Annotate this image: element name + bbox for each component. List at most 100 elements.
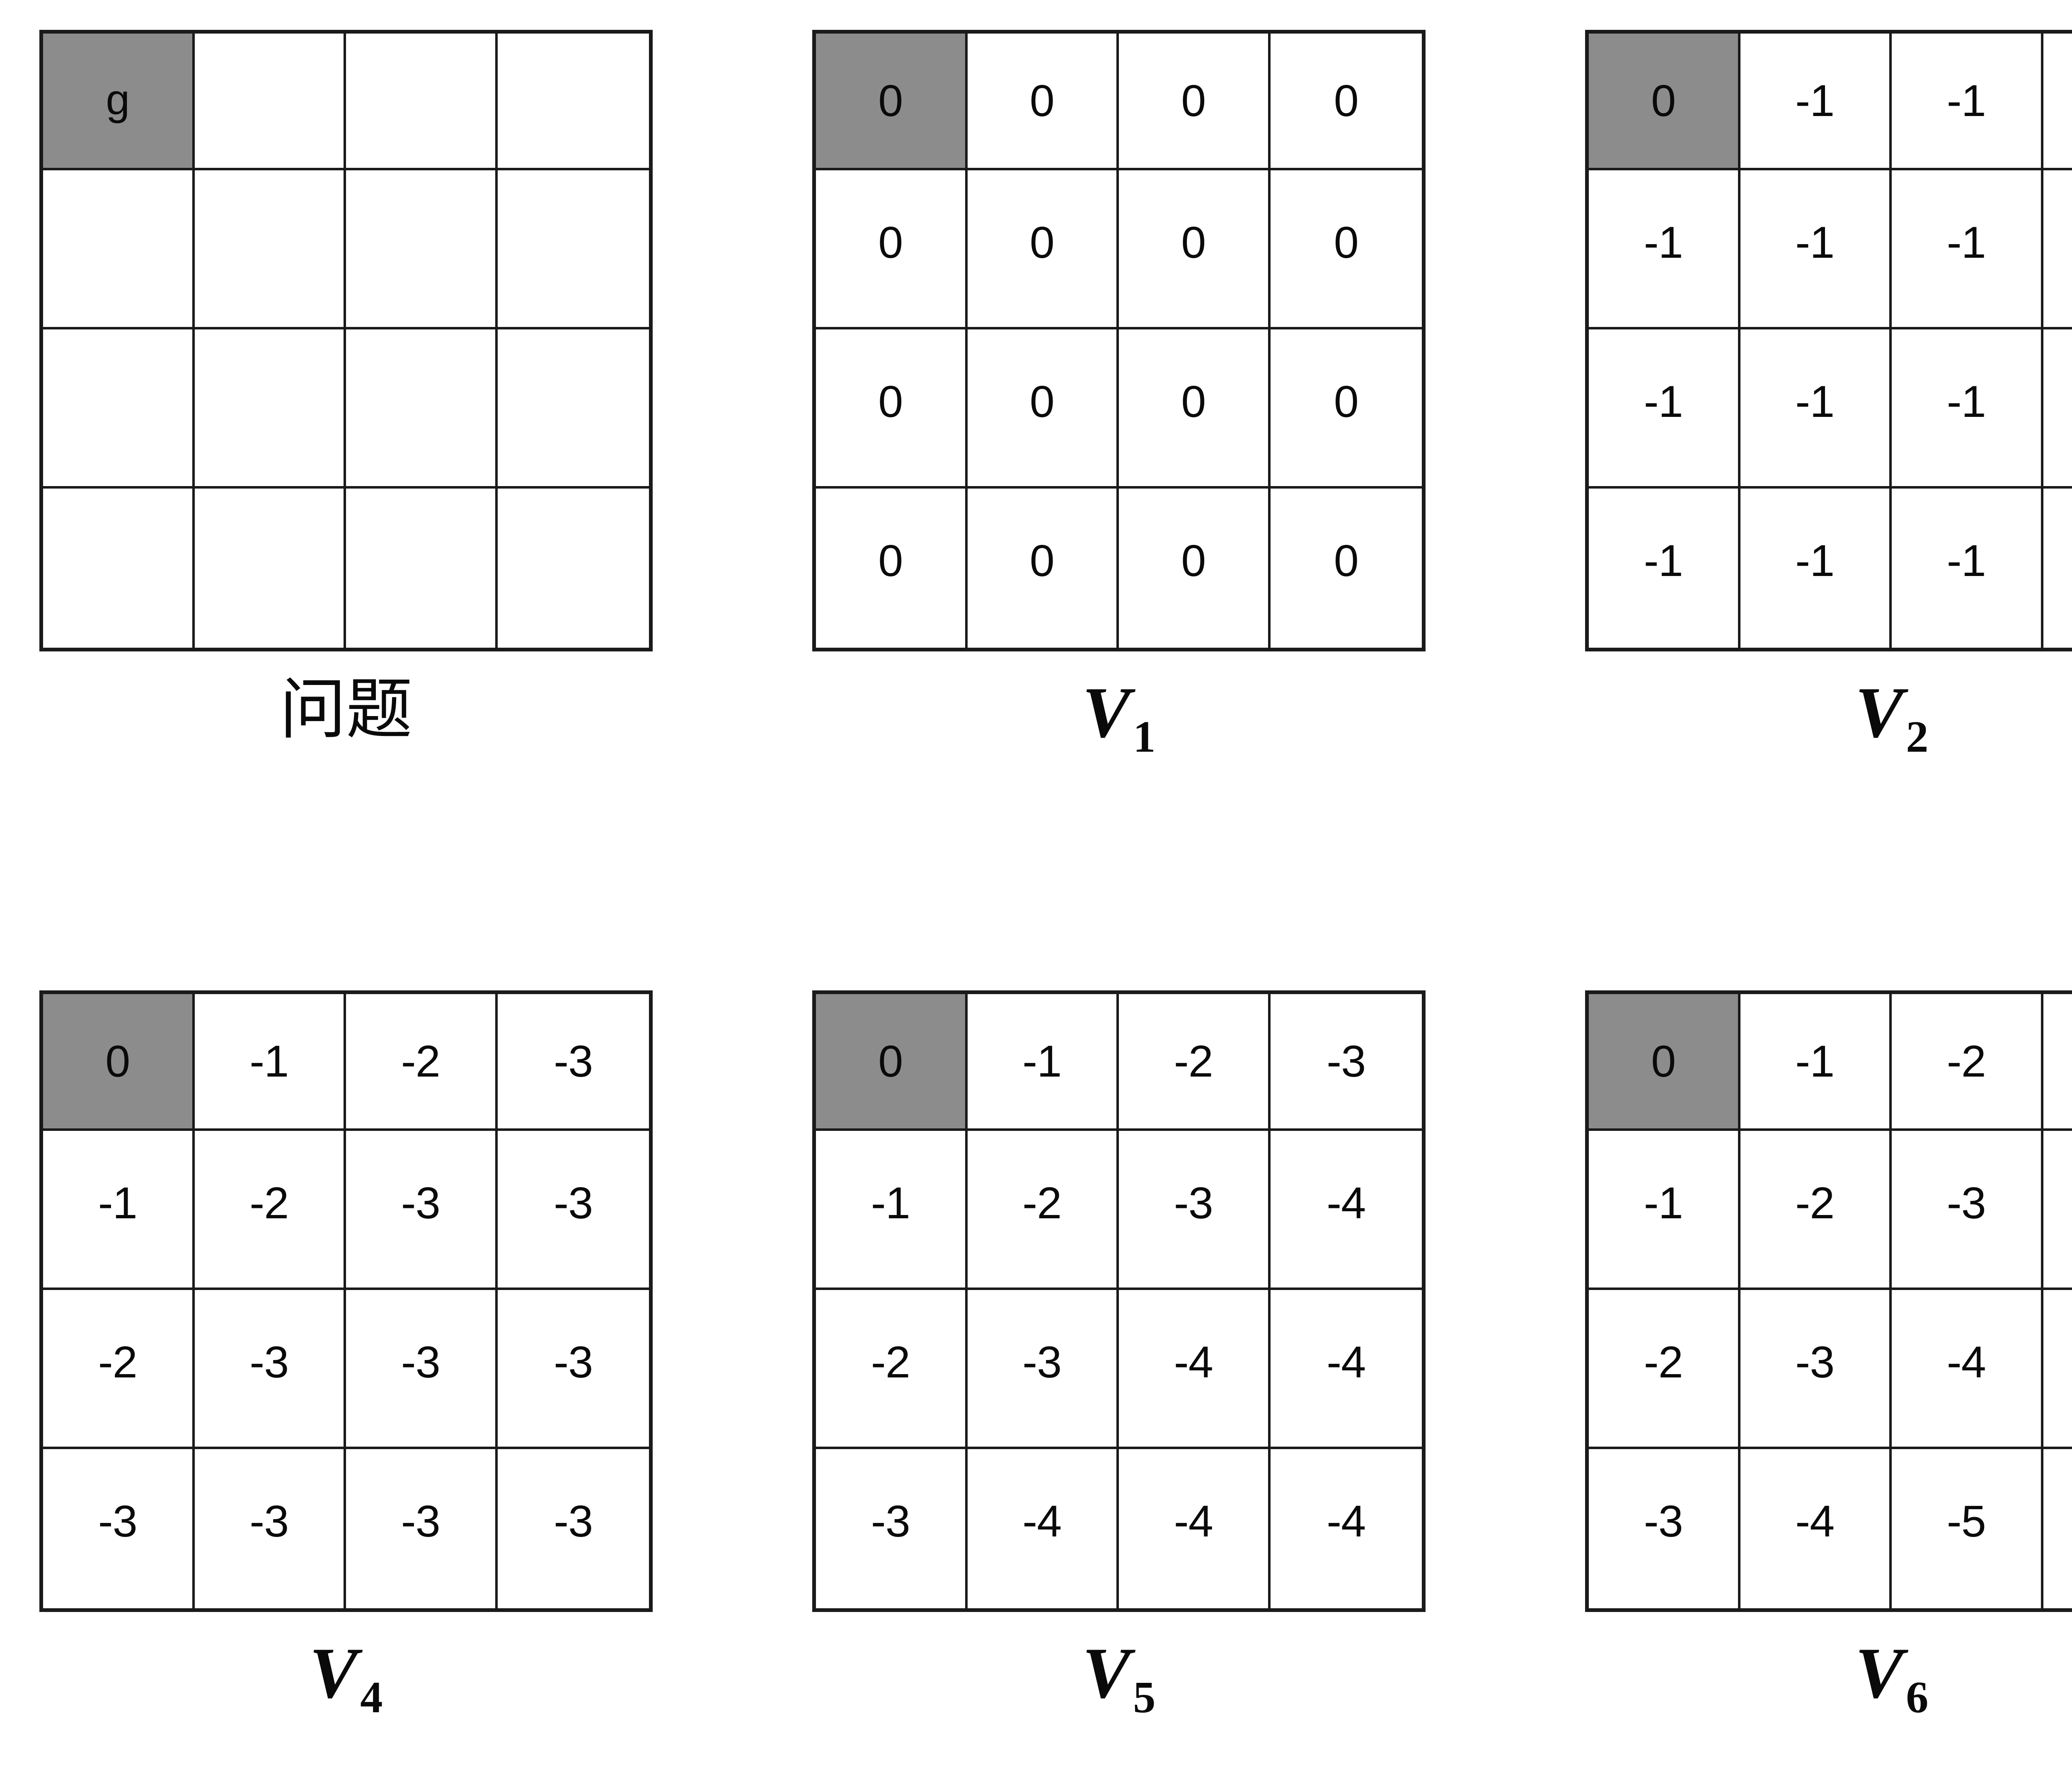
- caption-subscript: 2: [1906, 712, 1929, 762]
- grid-cell: -5: [1892, 1449, 2043, 1608]
- cell-value-label: -4: [1174, 1337, 1213, 1387]
- cell-value-label: 0: [105, 1036, 130, 1086]
- caption-subscript: 4: [360, 1672, 383, 1722]
- panel-caption-v2: V2: [1585, 676, 2072, 760]
- caption-symbol: V: [1082, 1633, 1131, 1713]
- cell-value-label: -1: [1644, 1178, 1683, 1228]
- cell-value-label: -1: [1795, 535, 1835, 586]
- grid-cell: -1: [1740, 489, 1892, 648]
- panel-caption-v4: V4: [39, 1637, 653, 1720]
- cell-value-label: 0: [1181, 376, 1206, 426]
- cell-value-label: 0: [878, 376, 903, 426]
- grid-cell: 0: [1589, 994, 1740, 1131]
- grid-cell: [194, 34, 346, 170]
- grid-cell: -2: [194, 1131, 346, 1290]
- grid-cell: -3: [497, 1449, 649, 1608]
- cell-value-label: -3: [554, 1178, 593, 1228]
- cell-value-label: -4: [1946, 1337, 1986, 1387]
- value-grid-problem: g: [39, 30, 653, 651]
- caption-math-expression: V4: [310, 1633, 383, 1720]
- value-grid-v4: 0-1-2-3-1-2-3-3-2-3-3-3-3-3-3-3: [39, 990, 653, 1612]
- cell-value-label: -1: [1946, 535, 1986, 586]
- cell-value-label: -3: [249, 1496, 289, 1546]
- grid-cell: -2: [1892, 994, 2043, 1131]
- grid-cell: -3: [194, 1449, 346, 1608]
- cell-value-label: -3: [1326, 1036, 1366, 1086]
- cell-value-label: 0: [1334, 376, 1359, 426]
- cell-value-label: 0: [1334, 75, 1359, 126]
- caption-symbol: V: [1855, 1633, 1904, 1713]
- caption-symbol: V: [1855, 672, 1904, 753]
- cell-value-label: -1: [1795, 376, 1835, 426]
- grid-cell: -3: [43, 1449, 195, 1608]
- grid-cell: -4: [1270, 1449, 1422, 1608]
- grid-cell: -3: [1740, 1290, 1892, 1449]
- grid-cell: -3: [1589, 1449, 1740, 1608]
- cell-value-label: -4: [1795, 1496, 1835, 1546]
- grid-cell: -3: [346, 1449, 498, 1608]
- grid-cell: -1: [1589, 329, 1740, 489]
- cell-value-label: -3: [1022, 1337, 1062, 1387]
- grid-cell: -2: [816, 1290, 968, 1449]
- grid-cell: [497, 170, 649, 329]
- grid-cell: -1: [1740, 329, 1892, 489]
- cell-value-label: 0: [1181, 217, 1206, 267]
- cell-value-label: -1: [1644, 376, 1683, 426]
- cell-value-label: -1: [871, 1178, 910, 1228]
- grid-cell: -2: [43, 1290, 195, 1449]
- cell-value-label: -3: [98, 1496, 138, 1546]
- cell-value-label: -1: [1022, 1036, 1062, 1086]
- grid-cell: [497, 34, 649, 170]
- cell-value-label: -1: [1644, 217, 1683, 267]
- value-grid-v5: 0-1-2-3-1-2-3-4-2-3-4-4-3-4-4-4: [812, 990, 1426, 1612]
- grid-cell: -1: [1589, 489, 1740, 648]
- cell-value-label: -2: [1022, 1178, 1062, 1228]
- grid-cell: -4: [1270, 1290, 1422, 1449]
- grid-cell: -2: [346, 994, 498, 1131]
- grid-cell: [346, 170, 498, 329]
- cell-value-label: 0: [1334, 535, 1359, 586]
- grid-cell: -1: [2043, 170, 2072, 329]
- grid-cell: -1: [2043, 489, 2072, 648]
- grid-cell: 0: [816, 994, 968, 1131]
- cell-value-label: -2: [98, 1337, 138, 1387]
- grid-cell: [497, 489, 649, 648]
- caption-math-expression: V5: [1082, 1633, 1156, 1720]
- caption-subscript: 1: [1133, 712, 1156, 762]
- grid-cell: [346, 34, 498, 170]
- cell-value-label: -2: [1795, 1178, 1835, 1228]
- grid-cell: 0: [1119, 170, 1271, 329]
- grid-cell: [194, 329, 346, 489]
- cell-value-label: 0: [1181, 75, 1206, 126]
- panel-caption-problem: 问题: [39, 676, 653, 743]
- panel-problem: g 问题: [39, 30, 653, 743]
- cell-value-label: -2: [871, 1337, 910, 1387]
- cell-value-label: -3: [554, 1337, 593, 1387]
- grid-cell: [194, 170, 346, 329]
- value-grid-v6: 0-1-2-3-1-2-3-4-2-3-4-5-3-4-5-5: [1585, 990, 2072, 1612]
- grid-cell: 0: [816, 489, 968, 648]
- grid-cell: 0: [967, 489, 1119, 648]
- grid-cell: -1: [43, 1131, 195, 1290]
- panel-v6: 0-1-2-3-1-2-3-4-2-3-4-5-3-4-5-5V6: [1585, 990, 2072, 1720]
- grid-cell: 0: [816, 329, 968, 489]
- grid-cell: [194, 489, 346, 648]
- cell-value-label: -3: [401, 1496, 441, 1546]
- caption-symbol: V: [1082, 672, 1131, 753]
- caption-text: 问题: [279, 670, 412, 748]
- panel-caption-v5: V5: [812, 1637, 1426, 1720]
- cell-value-label: 0: [878, 535, 903, 586]
- grid-cell: 0: [1119, 329, 1271, 489]
- cell-value-label: -3: [401, 1178, 441, 1228]
- grid-cell: -3: [497, 1131, 649, 1290]
- grid-cell: -3: [346, 1131, 498, 1290]
- grid-cell: -3: [1119, 1131, 1271, 1290]
- cell-value-label: 0: [1181, 535, 1206, 586]
- cell-value-label: -1: [1795, 1036, 1835, 1086]
- grid-cell: 0: [1589, 34, 1740, 170]
- cell-value-label: -3: [554, 1036, 593, 1086]
